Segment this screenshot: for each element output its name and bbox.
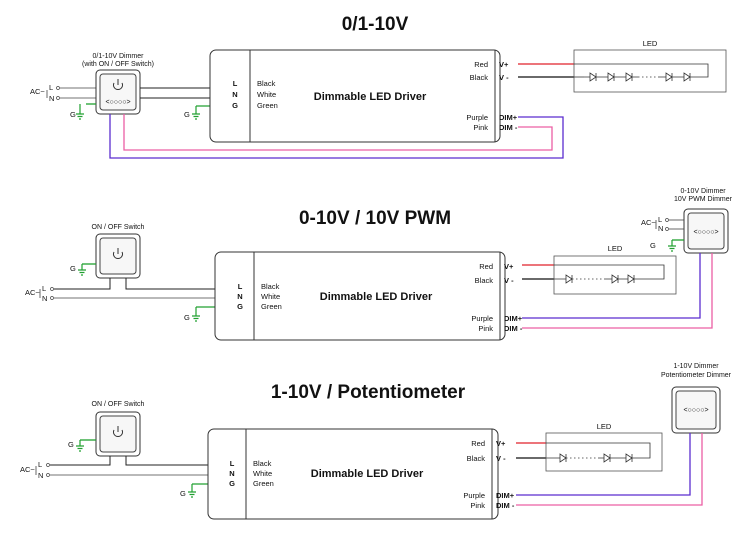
neutral-label: N — [658, 224, 663, 233]
dimmer-label-line1: 1-10V Dimmer — [673, 363, 719, 370]
wire-purple-label: Purple — [471, 314, 493, 323]
neutral-label: N — [49, 94, 54, 103]
terminal-n: N — [232, 90, 237, 99]
terminal-v-plus: V+ — [504, 262, 514, 271]
ground-label: G — [68, 440, 74, 449]
wire-purple-label: Purple — [463, 491, 485, 500]
led-driver-box — [209, 49, 501, 143]
wire-green-label: Green — [253, 479, 274, 488]
ground-label: G — [650, 241, 656, 250]
led-strip — [573, 49, 727, 93]
wire-white-label: White — [257, 90, 276, 99]
wire-black-label: Black — [253, 459, 272, 468]
dimmer-label-line1: 0-10V Dimmer — [680, 188, 726, 195]
terminal-v-minus: V - — [504, 276, 514, 285]
ac-label: AC~ — [30, 87, 45, 96]
driver-name: Dimmable LED Driver — [314, 91, 427, 103]
wire-black-out-label: Black — [475, 276, 494, 285]
terminal-v-minus: V - — [496, 454, 506, 463]
neutral-label: N — [42, 294, 47, 303]
diagram-1-10v-potentiometer: 1-10V / Potentiometer ON / OFF Switch G … — [20, 363, 732, 520]
wire-black-label: Black — [257, 79, 276, 88]
ground-label: G — [70, 110, 76, 119]
dimmer-label-line2: Potentiometer Dimmer — [661, 372, 732, 379]
terminal-g: G — [232, 101, 238, 110]
terminal-dim-plus: DIM+ — [496, 491, 515, 500]
terminal-n: N — [237, 292, 242, 301]
wire-pink-label: Pink — [473, 123, 488, 132]
driver-name: Dimmable LED Driver — [311, 468, 424, 480]
wire-green-label: Green — [261, 302, 282, 311]
diagram-title: 0/1-10V — [342, 14, 409, 35]
led-driver-box — [214, 251, 506, 341]
dimmer-label-line1: 0/1-10V Dimmer — [93, 53, 145, 60]
line-label: L — [49, 83, 53, 92]
line-label: L — [42, 284, 46, 293]
terminal-g: G — [229, 479, 235, 488]
dimmer-control-icon: <○○○○> — [683, 407, 708, 414]
wire-black-label: Black — [261, 282, 280, 291]
led-label: LED — [608, 244, 623, 253]
terminal-g: G — [237, 302, 243, 311]
diagram-title: 0-10V / 10V PWM — [299, 208, 451, 229]
ground-label: G — [70, 264, 76, 273]
wire-black-out-label: Black — [470, 73, 489, 82]
dimmer-label-line2: (with ON / OFF Switch) — [82, 61, 154, 68]
switch-label: ON / OFF Switch — [92, 401, 145, 408]
line-label: L — [658, 215, 662, 224]
power-icon — [113, 79, 123, 90]
ac-label: AC~ — [641, 218, 656, 227]
led-label: LED — [643, 39, 658, 48]
terminal-v-plus: V+ — [496, 439, 506, 448]
terminal-n: N — [229, 469, 234, 478]
ac-label: AC~ — [25, 288, 40, 297]
neutral-label: N — [38, 471, 43, 480]
led-strip — [545, 432, 663, 472]
terminal-dim-minus: DIM - — [499, 123, 518, 132]
diagram-0-10v-pwm: 0-10V / 10V PWM ON / OFF Switch G AC~ L … — [25, 188, 733, 341]
terminal-dim-minus: DIM - — [496, 501, 515, 510]
terminal-dim-minus: DIM - — [504, 324, 523, 333]
wire-purple-label: Purple — [466, 113, 488, 122]
ground-label: G — [180, 489, 186, 498]
driver-name: Dimmable LED Driver — [320, 291, 433, 303]
wire-white-label: White — [261, 292, 280, 301]
terminal-dim-plus: DIM+ — [499, 113, 518, 122]
diagram-0-1-10v: 0/1-10V AC~ L N 0/1-10V Dimmer (with ON … — [30, 14, 727, 159]
ground-label: G — [184, 313, 190, 322]
ground-label: G — [184, 110, 190, 119]
dimmer-control-icon: <○○○○> — [693, 229, 718, 236]
wire-red-label: Red — [479, 262, 493, 271]
ac-label: AC~ — [20, 465, 35, 474]
terminal-l: L — [230, 459, 235, 468]
wire-green-label: Green — [257, 101, 278, 110]
led-label: LED — [597, 422, 612, 431]
line-label: L — [38, 460, 42, 469]
wire-pink-label: Pink — [470, 501, 485, 510]
terminal-l: L — [238, 282, 243, 291]
power-icon — [113, 248, 123, 259]
wire-red-label: Red — [471, 439, 485, 448]
terminal-v-minus: V - — [499, 73, 509, 82]
led-strip — [553, 255, 677, 295]
wire-white-label: White — [253, 469, 272, 478]
led-driver-box — [207, 428, 499, 520]
terminal-dim-plus: DIM+ — [504, 314, 523, 323]
wire-red-label: Red — [474, 60, 488, 69]
power-icon — [113, 426, 123, 437]
dimmer-control-icon: <○○○○> — [105, 99, 130, 106]
terminal-v-plus: V+ — [499, 60, 509, 69]
terminal-l: L — [233, 79, 238, 88]
dimmer-label-line2: 10V PWM Dimmer — [674, 196, 733, 203]
switch-label: ON / OFF Switch — [92, 224, 145, 231]
wire-pink-label: Pink — [478, 324, 493, 333]
wire-black-out-label: Black — [467, 454, 486, 463]
diagram-title: 1-10V / Potentiometer — [271, 382, 466, 403]
